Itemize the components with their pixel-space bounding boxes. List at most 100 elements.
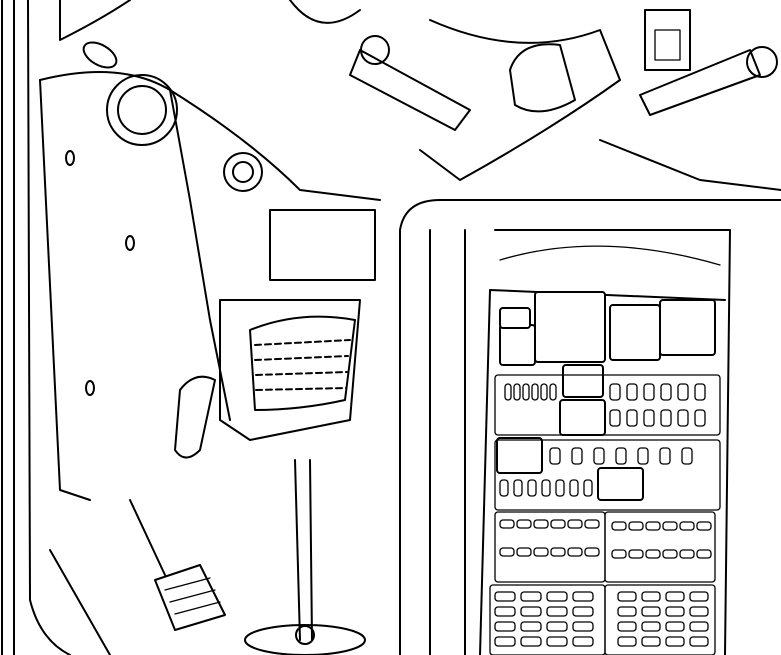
fuse — [567, 519, 583, 529]
fuse — [527, 479, 537, 497]
fuse — [541, 479, 551, 497]
relay — [562, 364, 604, 398]
relay — [499, 307, 531, 329]
fuse — [516, 547, 532, 557]
fuse — [617, 591, 637, 602]
fuse — [628, 549, 644, 559]
fuse — [679, 521, 695, 531]
fuse — [617, 606, 637, 617]
fuse — [645, 549, 661, 559]
fuse — [520, 636, 542, 647]
fuse — [694, 409, 706, 427]
fuse-row — [604, 511, 716, 583]
fuse — [662, 521, 678, 531]
fuse — [689, 606, 709, 617]
fuse — [641, 591, 661, 602]
fuse-relays — [489, 291, 721, 655]
fuse — [546, 591, 568, 602]
fuse — [494, 636, 516, 647]
fuse — [660, 383, 672, 401]
fuse — [662, 549, 678, 559]
fuse — [540, 383, 548, 401]
fuse — [611, 549, 627, 559]
fuse-row — [494, 374, 721, 436]
fuse — [617, 636, 637, 647]
fuse — [513, 383, 521, 401]
fuse — [494, 606, 516, 617]
fuse — [546, 636, 568, 647]
fuse — [546, 621, 568, 632]
fuse — [569, 479, 579, 497]
fuse — [659, 447, 671, 465]
relay — [559, 399, 606, 436]
relay — [534, 291, 606, 363]
relay — [609, 304, 661, 361]
fuse — [665, 591, 685, 602]
fuse — [584, 547, 600, 557]
fuse — [660, 409, 672, 427]
fuse — [696, 521, 712, 531]
fuse — [572, 621, 594, 632]
fuse — [513, 479, 523, 497]
fuse — [665, 621, 685, 632]
fuse — [617, 621, 637, 632]
fuse — [583, 479, 593, 497]
fuse — [494, 621, 516, 632]
fuse — [546, 606, 568, 617]
fuse — [572, 636, 594, 647]
fuse — [645, 521, 661, 531]
fuse — [549, 447, 561, 465]
fuse — [567, 547, 583, 557]
fuse — [499, 547, 515, 557]
fuse — [637, 447, 649, 465]
fuse — [522, 383, 530, 401]
steering-column — [289, 0, 781, 191]
fuse — [679, 549, 695, 559]
fuse — [550, 519, 566, 529]
door-frame — [1, 0, 111, 655]
fuse — [572, 606, 594, 617]
fuse — [677, 409, 689, 427]
fuse — [520, 606, 542, 617]
fuse — [696, 549, 712, 559]
fuse — [516, 519, 532, 529]
fuse — [593, 447, 605, 465]
fuse — [681, 447, 693, 465]
fuse — [609, 383, 621, 401]
fuse — [694, 383, 706, 401]
fuse — [533, 519, 549, 529]
fuse-row — [604, 584, 716, 655]
fuse — [549, 383, 557, 401]
relay — [659, 299, 716, 356]
fuse — [520, 621, 542, 632]
fuse-row — [494, 439, 721, 511]
release-handle — [174, 375, 216, 459]
fuse — [572, 591, 594, 602]
fuse — [520, 591, 542, 602]
fuse — [689, 621, 709, 632]
fuse — [626, 409, 638, 427]
dashboard-side-panel — [39, 0, 381, 501]
fuse — [689, 636, 709, 647]
fuse — [689, 591, 709, 602]
fuse — [499, 479, 509, 497]
relay — [496, 437, 543, 474]
fuse — [665, 606, 685, 617]
fuse — [643, 383, 655, 401]
fuse — [571, 447, 583, 465]
fuse — [494, 591, 516, 602]
fuse — [643, 409, 655, 427]
vent-grille — [249, 315, 356, 411]
fuse — [615, 447, 627, 465]
relay — [597, 467, 644, 501]
fuse — [626, 383, 638, 401]
fuse-box-panel — [399, 199, 781, 655]
relay — [499, 324, 536, 366]
fuse — [584, 519, 600, 529]
fuse — [611, 521, 627, 531]
fuse — [628, 521, 644, 531]
fuse — [550, 547, 566, 557]
fuse — [533, 547, 549, 557]
fuse — [641, 606, 661, 617]
